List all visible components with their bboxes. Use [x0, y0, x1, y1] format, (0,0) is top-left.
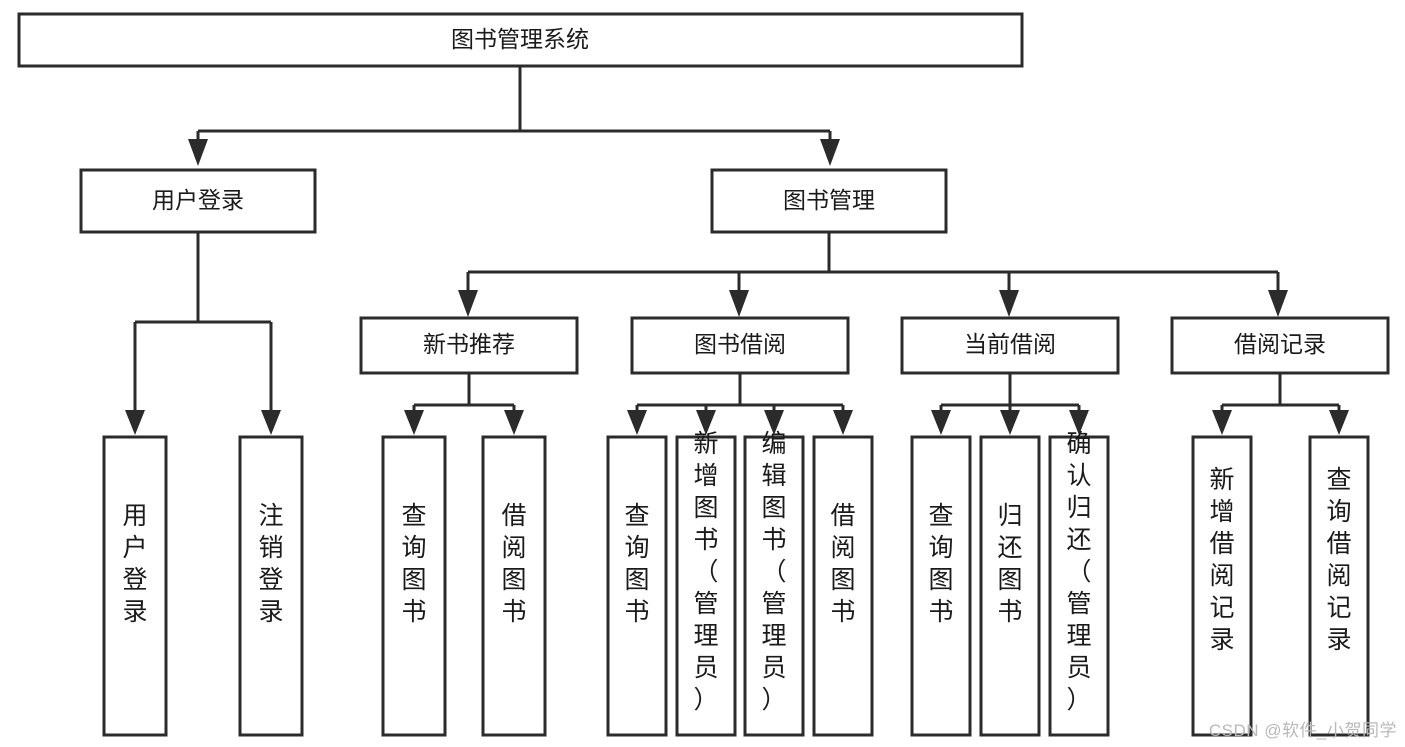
leaf-node-cb-confirm-return-box[interactable] — [1048, 435, 1110, 737]
arrow-head-bb-leaf3 — [764, 410, 784, 435]
node-current-borrow-label: 当前借阅 — [964, 331, 1056, 357]
leaf-node-logout-box[interactable] — [238, 435, 304, 737]
arrow-head-nbr-leaf2 — [504, 410, 524, 435]
connector-root-to-level2 — [188, 66, 840, 166]
leaf-node-cb-return-book-label: 归还图书 — [997, 502, 1022, 626]
connector-borrow-record-to-leaves — [1212, 373, 1349, 435]
arrow-head-cb-leaf2 — [1000, 410, 1020, 435]
leaf-node-nbr-borrow-book[interactable]: 借阅图书 — [481, 435, 547, 737]
leaf-node-bb-edit-book[interactable]: 编辑图书（管理员） — [743, 430, 805, 737]
leaf-node-nbr-query-book-label: 查询图书 — [401, 502, 426, 626]
leaf-node-nbr-borrow-book-label: 借阅图书 — [501, 502, 526, 626]
arrow-head-cb-leaf3 — [1069, 410, 1089, 435]
node-current-borrow[interactable]: 当前借阅 — [900, 316, 1120, 375]
leaf-node-bb-query-book[interactable]: 查询图书 — [606, 435, 668, 737]
node-book-borrow-label: 图书借阅 — [694, 331, 786, 357]
arrow-head-br-leaf2 — [1329, 410, 1349, 435]
node-current-borrow-box[interactable] — [900, 316, 1120, 375]
leaf-node-logout-label: 注销登录 — [258, 502, 283, 626]
leaf-node-cb-confirm-return[interactable]: 确认归还（管理员） — [1048, 430, 1110, 737]
leaf-node-br-query-record-box[interactable] — [1308, 435, 1370, 737]
leaf-node-bb-edit-book-box[interactable] — [743, 435, 805, 737]
arrow-head-nbr-leaf1 — [404, 410, 424, 435]
arrow-head-current-borrow — [999, 290, 1019, 317]
leaf-node-br-query-record-label: 查询借阅记录 — [1326, 466, 1351, 654]
leaf-node-nbr-query-book[interactable]: 查询图书 — [381, 435, 447, 737]
leaf-node-bb-add-book-box[interactable] — [675, 435, 737, 737]
leaf-node-cb-query-book[interactable]: 查询图书 — [910, 435, 972, 737]
connector-new-book-recommend-to-leaves — [404, 373, 524, 435]
leaf-node-cb-return-book-box[interactable] — [979, 435, 1041, 737]
leaf-node-nbr-query-book-box[interactable] — [381, 435, 447, 737]
leaf-node-user-login-label: 用户登录 — [122, 502, 147, 626]
arrow-head-borrow-record — [1268, 290, 1288, 317]
node-borrow-record-label: 借阅记录 — [1234, 331, 1326, 357]
node-root-system-label: 图书管理系统 — [451, 26, 589, 52]
node-new-book-recommend[interactable]: 新书推荐 — [359, 316, 579, 375]
connector-user-login-to-leaves — [125, 232, 281, 435]
node-book-management-box[interactable] — [710, 168, 948, 234]
arrow-head-leaf-user-login — [125, 410, 145, 435]
node-root-system-box[interactable] — [17, 12, 1024, 68]
arrow-head-book-mgmt — [820, 139, 840, 166]
leaf-node-bb-add-book-label: 新增图书（管理员） — [693, 430, 718, 714]
arrow-head-bb-leaf2 — [696, 410, 716, 435]
node-new-book-recommend-box[interactable] — [359, 316, 579, 375]
leaf-node-bb-query-book-box[interactable] — [606, 435, 668, 737]
leaf-node-bb-add-book[interactable]: 新增图书（管理员） — [675, 430, 737, 737]
arrow-head-new-book-recommend — [458, 290, 478, 317]
leaf-node-bb-borrow-book-box[interactable] — [812, 435, 874, 737]
node-borrow-record[interactable]: 借阅记录 — [1170, 316, 1390, 375]
leaf-node-br-add-record-box[interactable] — [1191, 435, 1253, 737]
arrow-head-user-login — [188, 139, 208, 166]
arrow-head-bb-leaf1 — [627, 410, 647, 435]
leaf-node-cb-confirm-return-label: 确认归还（管理员） — [1066, 430, 1091, 714]
connector-current-borrow-to-leaves — [931, 373, 1089, 435]
node-book-management-label: 图书管理 — [783, 187, 875, 213]
arrow-head-cb-leaf1 — [931, 410, 951, 435]
leaf-node-br-add-record-label: 新增借阅记录 — [1209, 466, 1234, 654]
leaf-node-user-login-box[interactable] — [102, 435, 168, 737]
node-borrow-record-box[interactable] — [1170, 316, 1390, 375]
node-book-borrow-box[interactable] — [630, 316, 850, 375]
node-new-book-recommend-label: 新书推荐 — [423, 331, 515, 357]
node-user-login[interactable]: 用户登录 — [79, 168, 317, 234]
leaf-node-user-login[interactable]: 用户登录 — [102, 435, 168, 737]
arrow-head-br-leaf1 — [1212, 410, 1232, 435]
csdn-watermark: CSDN @软件_小贺同学 — [1208, 721, 1397, 740]
arrow-head-bb-leaf4 — [833, 410, 853, 435]
leaf-node-bb-borrow-book-label: 借阅图书 — [830, 502, 855, 626]
node-user-login-label: 用户登录 — [152, 187, 244, 213]
arrow-head-book-borrow — [729, 290, 749, 317]
leaf-node-br-add-record[interactable]: 新增借阅记录 — [1191, 435, 1253, 737]
connector-book-management-to-level3 — [458, 232, 1288, 317]
leaf-node-logout[interactable]: 注销登录 — [238, 435, 304, 737]
node-book-borrow[interactable]: 图书借阅 — [630, 316, 850, 375]
leaf-node-bb-edit-book-label: 编辑图书（管理员） — [761, 430, 786, 714]
leaf-node-nbr-borrow-book-box[interactable] — [481, 435, 547, 737]
node-book-management[interactable]: 图书管理 — [710, 168, 948, 234]
connector-book-borrow-to-leaves — [627, 373, 853, 435]
leaf-node-bb-query-book-label: 查询图书 — [624, 502, 649, 626]
leaf-node-br-query-record[interactable]: 查询借阅记录 — [1308, 435, 1370, 737]
leaf-node-cb-return-book[interactable]: 归还图书 — [979, 435, 1041, 737]
arrow-head-leaf-logout — [261, 410, 281, 435]
leaf-node-cb-query-book-box[interactable] — [910, 435, 972, 737]
leaf-node-bb-borrow-book[interactable]: 借阅图书 — [812, 435, 874, 737]
node-root-system[interactable]: 图书管理系统 — [17, 12, 1024, 68]
leaf-node-cb-query-book-label: 查询图书 — [928, 502, 953, 626]
